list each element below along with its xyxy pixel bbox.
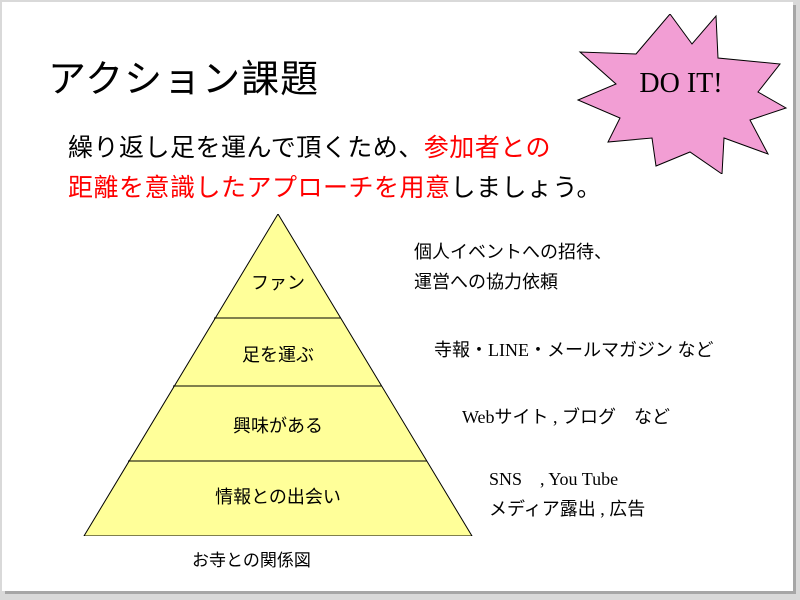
- tier-desc-visit: 寺報・LINE・メールマガジン など: [434, 335, 713, 365]
- tier-desc-line: 運営への協力依頼: [414, 272, 558, 293]
- tier-desc-interest: Webサイト , ブログ など: [462, 402, 670, 432]
- message-line-1: 繰り返し足を運んで頂くため、参加者との: [68, 128, 551, 164]
- message-line-2-black: しましょう。: [450, 173, 603, 202]
- message-line-2-red: 距離を意識したアプローチを用意: [68, 173, 451, 202]
- tier-label-encounter: 情報との出会い: [215, 487, 341, 508]
- tier-desc-encounter: SNS , You Tube メディア露出 , 広告: [489, 464, 645, 524]
- slide: アクション課題 DO IT! 繰り返し足を運んで頂くため、参加者との 距離を意識…: [2, 2, 793, 591]
- starburst-badge: [576, 14, 788, 174]
- tier-desc-line: Webサイト , ブログ など: [462, 407, 671, 427]
- tier-label-interest: 興味がある: [233, 416, 323, 437]
- tier-label-visit: 足を運ぶ: [242, 345, 314, 366]
- tier-desc-fan: 個人イベントへの招待、 運営への協力依頼: [414, 238, 612, 298]
- diagram-caption: お寺との関係図: [192, 551, 311, 571]
- tier-desc-line: 個人イベントへの招待、: [414, 242, 612, 263]
- message-line-1-red: 参加者との: [423, 133, 552, 162]
- message-line-2: 距離を意識したアプローチを用意しましょう。: [68, 168, 602, 204]
- message-line-1-black: 繰り返し足を運んで頂くため、: [68, 133, 424, 162]
- pyramid-shape: [83, 214, 473, 536]
- do-it-label: DO IT!: [639, 68, 723, 99]
- relationship-pyramid: [83, 214, 473, 536]
- tier-desc-line: SNS , You Tube: [489, 469, 619, 489]
- tier-label-fan: ファン: [251, 273, 305, 294]
- tier-desc-line: 寺報・LINE・メールマガジン など: [434, 340, 714, 360]
- starburst-shape: [576, 14, 788, 174]
- tier-desc-line: メディア露出 , 広告: [489, 499, 646, 519]
- slide-title: アクション課題: [48, 57, 320, 101]
